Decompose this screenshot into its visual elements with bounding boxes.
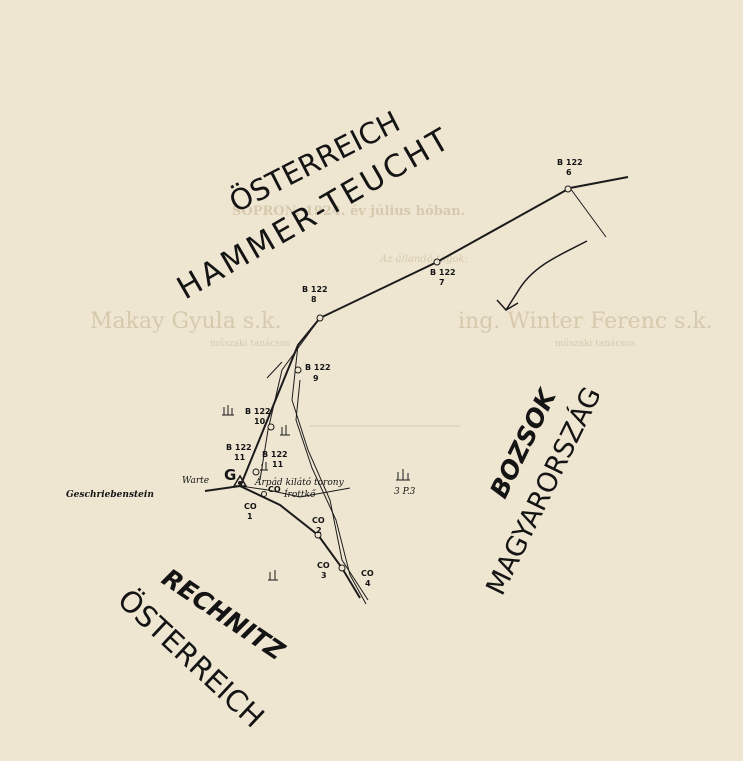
stone-co-2 (314, 531, 322, 539)
trees-1 (222, 405, 234, 416)
marker-co-3-num: 3 (321, 571, 327, 580)
road-east-branch (239, 485, 351, 498)
marker-b122-11a-num: 11 (234, 453, 246, 462)
pencil-arrow (496, 240, 588, 312)
place-geschriebenstein: Geschriebenstein (66, 490, 154, 500)
stone-b122-11 (252, 468, 260, 476)
stone-b122-10 (267, 423, 275, 431)
border-stones (252, 185, 572, 572)
tower-symbol (232, 474, 248, 487)
spot-height-label: 3 P.3 (394, 487, 416, 497)
border-spur (569, 187, 607, 238)
marker-co-4-code: CO (361, 569, 374, 578)
marker-b122-10-num: 10 (254, 417, 266, 426)
place-irottko: Írottkő (283, 488, 316, 500)
place-arpad-tower: Árpád kilátó torony (254, 476, 345, 488)
faded-name-right: Makay Gyula s.k. (90, 309, 281, 334)
faded-title-right: műszaki tanácsos (210, 338, 290, 349)
marker-b122-9-num: 9 (313, 374, 319, 383)
co-small-label: CO (268, 485, 281, 494)
marker-b122-8-code: B 122 (302, 285, 328, 294)
road-east-inner (295, 379, 367, 605)
faded-name-left: ing. Winter Ferenc s.k. (458, 309, 713, 334)
tower-triangle (232, 474, 248, 487)
faded-date: SOPRON, 1924. év július hóban. (232, 204, 465, 219)
trees-4 (268, 570, 278, 581)
marker-b122-8-num: 8 (311, 295, 317, 304)
faded-title-left: műszaki tanácsos (555, 338, 635, 349)
stone-b122-9 (294, 366, 302, 374)
stone-b122-6 (564, 185, 572, 193)
marker-b122-9-code: B 122 (305, 363, 331, 372)
state-border-line (239, 176, 629, 488)
marker-b122-11a-code: B 122 (226, 443, 252, 452)
marker-b122-11b-num: 11 (272, 460, 284, 469)
point-g-label: G (224, 466, 236, 484)
stone-co-3 (338, 564, 346, 572)
marker-b122-11b-code: B 122 (262, 450, 288, 459)
road-east-outer (291, 344, 369, 601)
stone-co-1 (261, 491, 267, 497)
marker-co-1-num: 1 (247, 512, 253, 521)
road-west (259, 317, 321, 481)
border-lines (204, 176, 629, 605)
trees-5 (260, 462, 268, 471)
marker-co-1-code: CO (244, 502, 257, 511)
stone-b122-8 (316, 314, 324, 322)
faded-members: Az állandó tagok: (379, 254, 468, 265)
marker-b122-6-num: 6 (566, 168, 572, 177)
marker-b122-7-code: B 122 (430, 268, 456, 277)
marker-b122-6-code: B 122 (557, 158, 583, 167)
marker-co-4-num: 4 (365, 579, 371, 588)
marker-co-3-code: CO (317, 561, 330, 570)
marker-b122-7-num: 7 (439, 278, 445, 287)
marker-co-2-num: 2 (316, 526, 322, 535)
trees-3 (396, 469, 410, 481)
border-south (204, 484, 361, 599)
marker-b122-10-code: B 122 (245, 407, 271, 416)
road-stub (266, 361, 283, 379)
faded-document-text: SOPRON, 1924. év július hóban. Az álland… (90, 204, 713, 427)
tree-symbols (222, 405, 410, 581)
trees-2 (280, 425, 290, 436)
stone-b122-7 (433, 258, 441, 266)
marker-co-2-code: CO (312, 516, 325, 525)
place-warte: Warte (182, 476, 209, 486)
tower-center (238, 481, 242, 485)
